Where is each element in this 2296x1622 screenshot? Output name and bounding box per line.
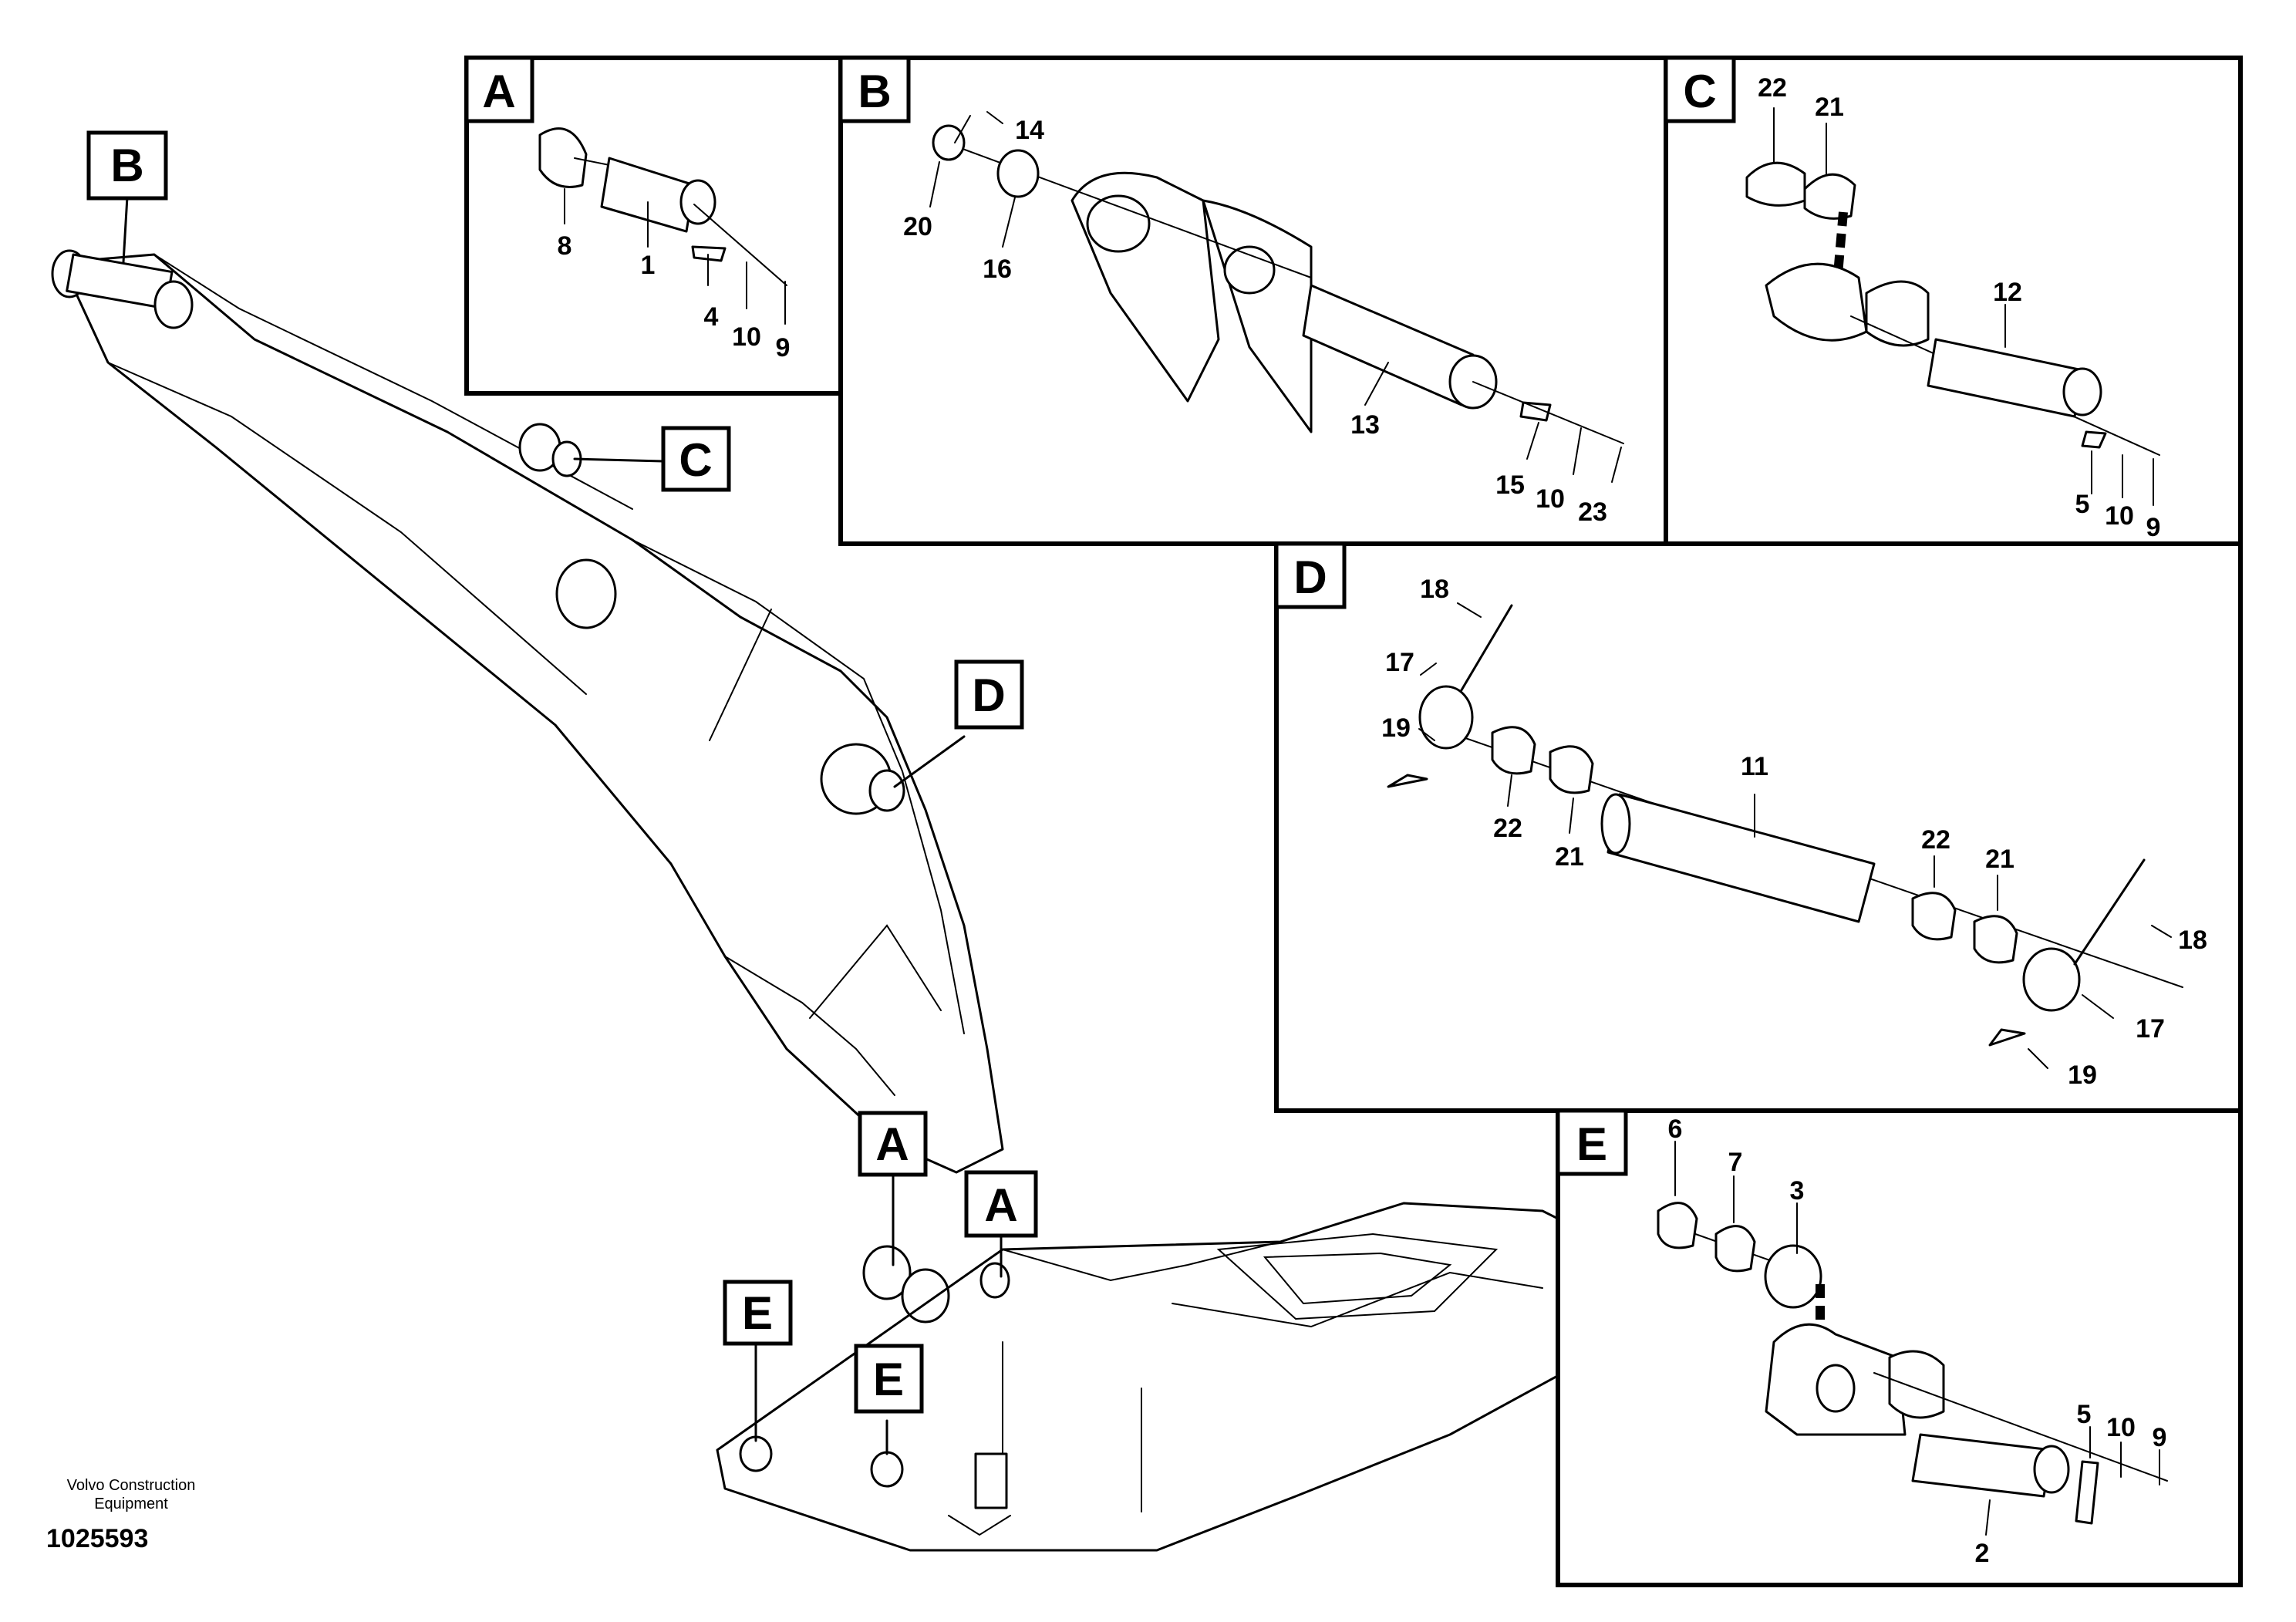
svg-text:5: 5 (2077, 1400, 2092, 1429)
callout-leaders (122, 195, 1003, 1455)
detail-panel-b: B 14 20 16 13 15 10 23 (838, 56, 1668, 546)
upper-frame-illustration (716, 1202, 1621, 1552)
svg-text:22: 22 (1493, 814, 1522, 843)
detail-panel-c: C 22 21 12 5 10 9 (1664, 56, 2243, 546)
svg-text:10: 10 (732, 322, 761, 352)
svg-text:22: 22 (1758, 73, 1787, 103)
svg-text:21: 21 (1985, 845, 2014, 874)
callout-tag-a-right: A (964, 1170, 1038, 1238)
svg-text:14: 14 (1015, 116, 1044, 145)
svg-text:10: 10 (2105, 501, 2134, 531)
callout-tag-e-left: E (723, 1280, 793, 1346)
detail-panel-a: A 8 1 4 10 9 (464, 56, 843, 396)
svg-text:A: A (984, 1179, 1017, 1231)
svg-text:13: 13 (1350, 410, 1380, 440)
svg-text:8: 8 (558, 231, 572, 261)
svg-text:18: 18 (2178, 926, 2207, 955)
company-caption: Volvo Construction Equipment (66, 1477, 196, 1512)
drawing-number: 1025593 (46, 1524, 149, 1553)
svg-text:22: 22 (1921, 825, 1950, 855)
svg-text:9: 9 (2153, 1423, 2167, 1452)
svg-text:6: 6 (1668, 1114, 1683, 1144)
svg-text:19: 19 (2068, 1061, 2097, 1090)
svg-text:21: 21 (1555, 842, 1584, 872)
svg-text:4: 4 (704, 302, 719, 332)
svg-text:11: 11 (1741, 752, 1768, 781)
svg-text:10: 10 (1536, 484, 1565, 514)
svg-text:C: C (1683, 66, 1716, 117)
svg-text:12: 12 (1993, 278, 2022, 307)
svg-text:7: 7 (1728, 1148, 1743, 1177)
callout-tag-a-left: A (858, 1111, 928, 1177)
svg-text:5: 5 (2075, 490, 2090, 519)
svg-text:B: B (858, 66, 891, 117)
svg-text:23: 23 (1578, 497, 1607, 527)
svg-text:D: D (1293, 551, 1327, 603)
svg-text:1: 1 (641, 251, 656, 280)
svg-text:E: E (873, 1354, 904, 1405)
svg-text:3: 3 (1790, 1176, 1805, 1206)
callout-tag-e-right: E (854, 1344, 924, 1414)
svg-text:C: C (679, 434, 712, 486)
svg-text:B: B (110, 140, 143, 191)
detail-panel-e: E 6 7 3 5 10 9 2 (1556, 1108, 2243, 1587)
svg-text:17: 17 (2136, 1014, 2165, 1044)
svg-text:E: E (742, 1287, 773, 1339)
svg-text:10: 10 (2106, 1413, 2136, 1442)
boom-illustration (51, 249, 1010, 1488)
callout-tag-d: D (954, 659, 1024, 730)
detail-panel-d: D 18 17 19 22 21 11 22 21 18 17 19 (1274, 541, 2243, 1113)
svg-text:20: 20 (903, 212, 932, 241)
svg-text:15: 15 (1495, 470, 1525, 500)
svg-text:21: 21 (1815, 93, 1844, 122)
svg-text:A: A (875, 1118, 909, 1170)
svg-text:17: 17 (1385, 648, 1414, 677)
svg-text:16: 16 (983, 255, 1012, 284)
svg-text:18: 18 (1420, 575, 1449, 604)
callout-tag-b: B (86, 130, 168, 201)
svg-text:19: 19 (1381, 713, 1411, 743)
svg-text:D: D (972, 669, 1005, 721)
svg-text:9: 9 (2146, 513, 2161, 542)
callout-tag-c: C (661, 426, 731, 492)
svg-text:E: E (1576, 1118, 1607, 1170)
svg-text:9: 9 (776, 333, 791, 363)
svg-text:2: 2 (1975, 1539, 1990, 1568)
svg-text:A: A (482, 66, 515, 117)
